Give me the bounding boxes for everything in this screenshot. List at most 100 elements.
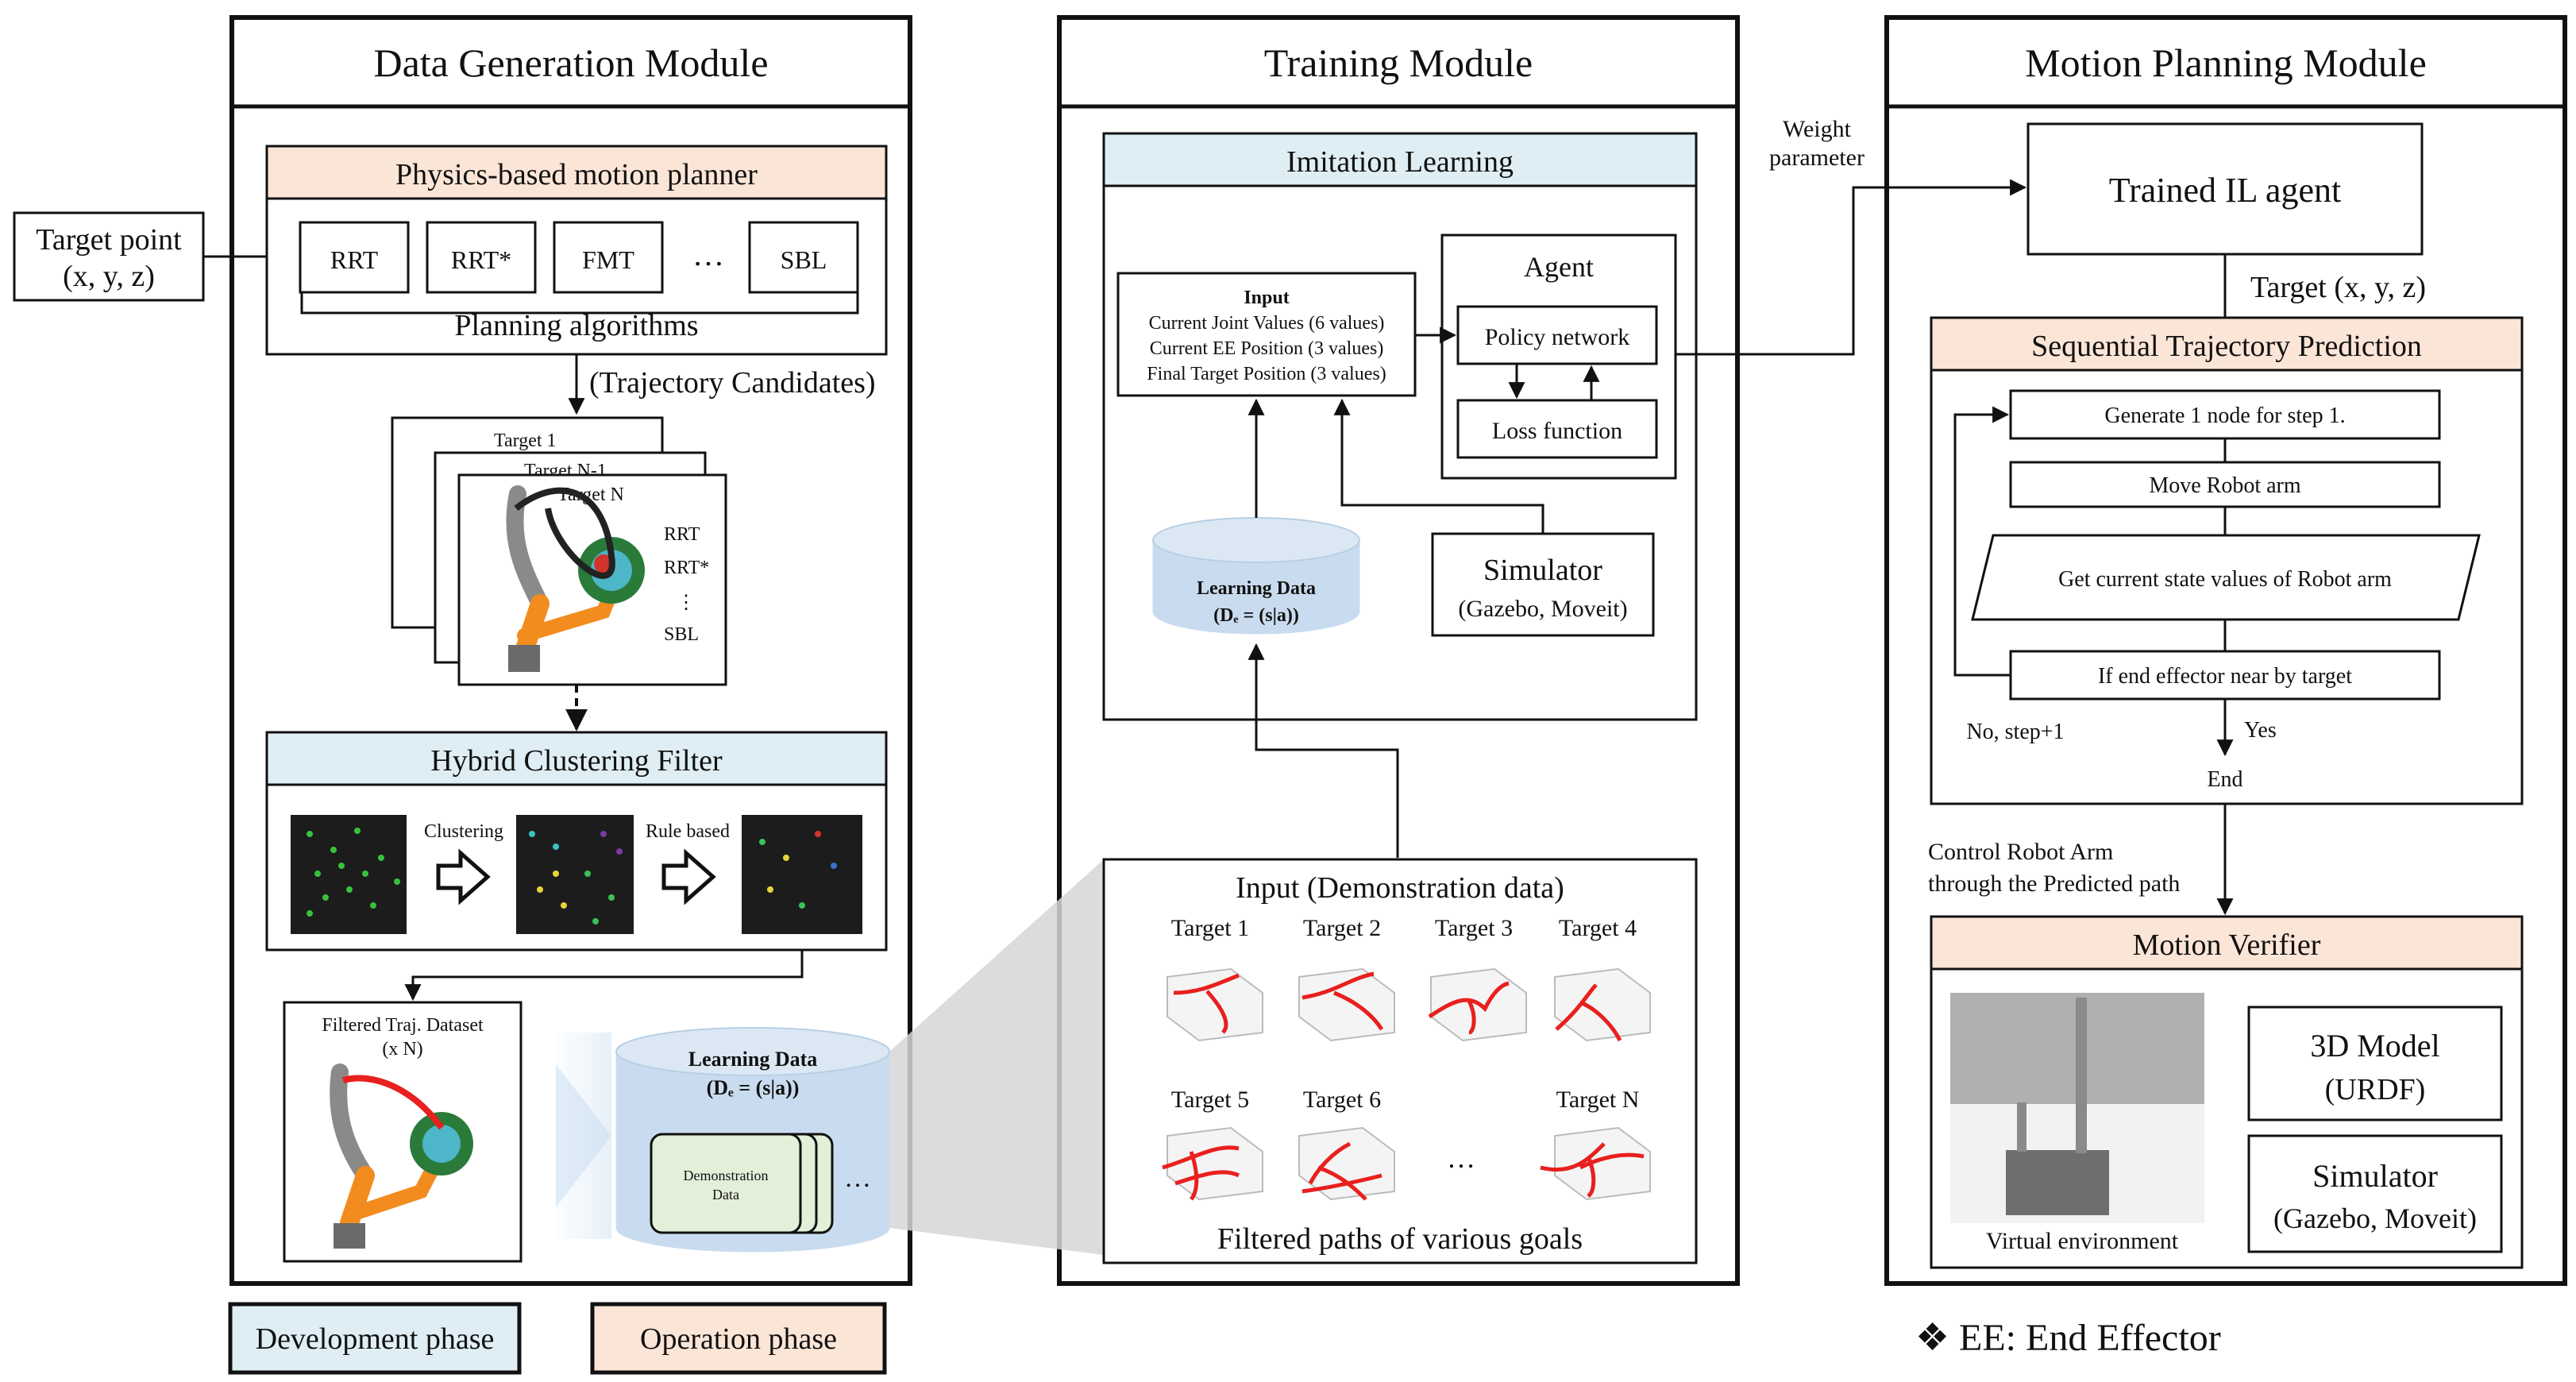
simulator-to-input-arrow [1333,398,1544,534]
algo-fmt-box [553,221,664,294]
cluster-image-filtered [742,815,862,934]
demonstration-title: Input (Demonstration data) [1236,871,1564,905]
step-generate-node-label: Generate 1 node for step 1. [2104,403,2345,428]
data-generation-title: Data Generation Module [373,41,768,85]
target-point-coords: (x, y, z) [63,260,155,293]
loss-function-box [1456,399,1658,459]
virtual-environment-image [1950,993,2204,1223]
sequential-header [1930,316,2524,372]
rule-based-label: Rule based [646,821,730,842]
demo-to-data-arrow [1248,643,1399,858]
stack-label-sbl: SBL [664,624,699,645]
end-label: End [2207,767,2242,792]
hybrid-filter-box: Hybrid Clustering Filter Clustering Rule… [265,731,888,952]
hybrid-filter-header [265,731,888,786]
weight-parameter-label-2: parameter [1769,145,1865,171]
path-plot-3 [1428,967,1527,1042]
demo-card-label-2: Data [712,1187,739,1202]
algo-rrt-box [299,221,410,294]
target-xyz-label: Target (x, y, z) [2250,271,2426,304]
cluster-image-colored [516,815,634,934]
input-line-ee: Current EE Position (3 values) [1150,338,1384,359]
learning-data-mid-title: Learning Data [1197,578,1316,599]
robot-arm-illustration [506,485,645,672]
algorithms-bracket [300,292,859,315]
legend-development: Development phase [228,1302,522,1375]
filtered-dataset-label: Filtered Traj. Dataset [322,1015,484,1036]
legend-operation: Operation phase [590,1302,887,1375]
algo-rrt-label: RRT [330,245,379,274]
policy-network-box [1456,305,1658,365]
target-card-1-label: Target 1 [494,430,557,451]
algo-fmt-label: FMT [582,245,634,274]
target-stack: Target 1 Target N-1 Target N RRT RRT* ⋮ … [391,416,727,686]
legend-operation-label: Operation phase [640,1322,837,1356]
urdf-label: (URDF) [2325,1073,2426,1106]
clustering-label: Clustering [424,821,503,842]
verifier-simulator-box [2247,1134,2503,1253]
path-plot-6 [1298,1126,1395,1201]
demo-target-4: Target 4 [1559,915,1637,941]
demo-target-5: Target 5 [1171,1087,1249,1113]
step-get-state-label: Get current state values of Robot arm [2058,567,2392,592]
demo-target-ellipsis: … [1447,1142,1475,1174]
filtered-dataset-count: (x N) [382,1039,422,1060]
weight-parameter-label-1: Weight [1783,116,1852,142]
agent-to-trained-arrow [1676,179,2027,356]
simulator-mid-box: Simulator (Gazebo, Moveit) [1431,532,1655,637]
sequential-prediction-box: Sequential Trajectory Prediction Generat… [1930,316,2524,805]
virtual-environment-label: Virtual environment [1986,1228,2179,1254]
loop-back-arrow [1953,406,2011,677]
filter-to-dataset-arrow [404,950,804,1002]
demonstration-caption: Filtered paths of various goals [1217,1222,1583,1256]
clustering-arrow-icon [436,848,491,905]
stack-label-rrt-star: RRT* [664,558,709,578]
trained-agent-box: Trained IL agent [2026,122,2424,256]
path-plot-4 [1554,967,1651,1042]
algo-rrt-star-box [426,221,537,294]
trajectory-candidates-label: (Trajectory Candidates) [589,366,876,400]
demo-card-label-1: Demonstration [684,1168,769,1183]
path-plot-1 [1167,967,1263,1042]
verifier-header [1930,915,2524,971]
target-point-box: Target point (x, y, z) [13,211,205,302]
3d-model-label: 3D Model [2310,1028,2439,1064]
demo-card-front [650,1133,802,1234]
step-get-state [1971,534,2481,621]
step-move-arm [2009,461,2441,508]
input-line-joint: Current Joint Values (6 values) [1149,313,1385,334]
physics-planner-header [265,145,888,200]
stack-label-rrt: RRT [664,524,700,545]
demo-target-1: Target 1 [1171,915,1249,941]
algo-ellipsis: … [692,237,724,272]
physics-planner-box: Physics-based motion planner RRT RRT* FM… [265,145,888,356]
learning-data-mid: Learning Data (Dₑ = (s|a)) [1152,517,1360,635]
no-branch-label: No, step+1 [1966,720,2064,744]
control-label-2: through the Predicted path [1928,871,2180,897]
ee-note: ❖ EE: End Effector [1915,1317,2221,1359]
planning-algorithms-caption: Planning algorithms [454,309,698,342]
demo-target-n: Target N [1556,1087,1640,1113]
motion-verifier-box: Motion Verifier Virtual environment 3D M… [1930,915,2524,1269]
control-label-1: Control Robot Arm [1928,839,2113,865]
target-point-label: Target point [36,223,182,257]
algo-rrt-star-label: RRT* [451,245,511,274]
learning-data-mid-formula: (Dₑ = (s|a)) [1213,605,1299,626]
path-plot-5 [1162,1126,1263,1201]
demo-target-6: Target 6 [1303,1087,1381,1113]
filtered-dataset-box: Filtered Traj. Dataset (x N) [283,1001,523,1263]
imitation-learning-title: Imitation Learning [1286,145,1514,179]
imitation-learning-header [1102,132,1698,187]
input-title: Input [1244,288,1289,308]
demonstration-box: Input (Demonstration data) Target 1 Targ… [1102,858,1698,1264]
hybrid-filter-title: Hybrid Clustering Filter [430,744,723,778]
imitation-learning-box: Imitation Learning Input Current Joint V… [1102,132,1698,721]
agent-title: Agent [1524,251,1594,283]
zoom-connector [889,859,1104,1255]
path-plot-2 [1298,967,1395,1042]
learning-data-left-formula: (Dₑ = (s|a)) [707,1076,800,1099]
legend-development-label: Development phase [256,1322,495,1356]
policy-network-label: Policy network [1485,324,1629,350]
verifier-simulator-subtitle: (Gazebo, Moveit) [2273,1202,2477,1234]
